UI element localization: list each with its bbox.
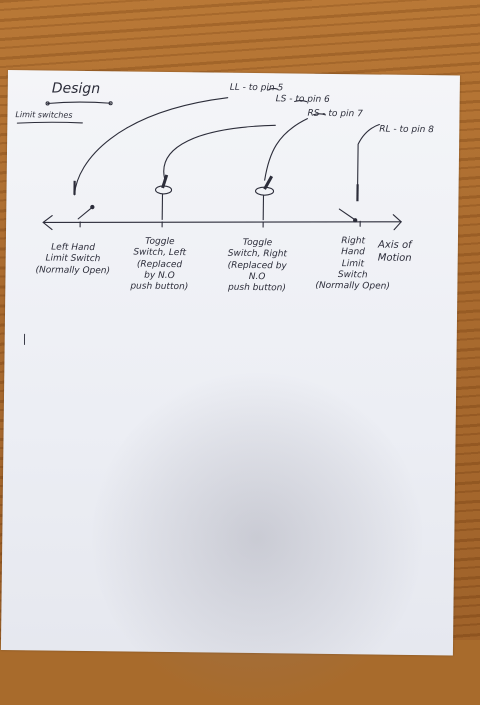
subheading-underline — [17, 122, 82, 124]
paper-sheet: Design Limit switches LL - to pin 5 LS -… — [1, 70, 460, 655]
left-limit-pivot — [91, 205, 94, 208]
label-ls-pin: LS - to pin 6 — [276, 94, 330, 106]
label-rl-pin: RL - to pin 8 — [379, 125, 434, 137]
toggle-switch-left — [155, 175, 172, 220]
axis-line — [44, 217, 401, 226]
limit-switches-subheading: Limit switches — [15, 110, 72, 121]
leader-rs — [265, 118, 308, 181]
leader-ll — [74, 96, 227, 197]
margin-mark: | — [23, 332, 27, 346]
label-toggle-right: Toggle Switch, Right (Replaced by N.O pu… — [227, 238, 287, 295]
right-limit-lever — [339, 209, 354, 219]
leader-rl — [357, 124, 379, 198]
right-limit-pivot — [354, 219, 357, 222]
sketch-drawing — [1, 70, 460, 655]
toggle-switch-right — [255, 176, 274, 220]
label-axis-of-motion: Axis of Motion — [378, 240, 412, 265]
label-toggle-left: Toggle Switch, Left (Replaced by N.O pus… — [130, 237, 189, 294]
heading-underline — [48, 102, 111, 105]
leader-ls — [164, 124, 276, 180]
label-left-hand-limit: Left Hand Limit Switch (Normally Open) — [35, 242, 110, 277]
label-ll-pin: LL - to pin 5 — [230, 83, 284, 95]
design-heading: Design — [52, 81, 101, 99]
left-limit-lever — [78, 208, 91, 219]
label-rs-pin: RS - to pin 7 — [307, 109, 362, 121]
